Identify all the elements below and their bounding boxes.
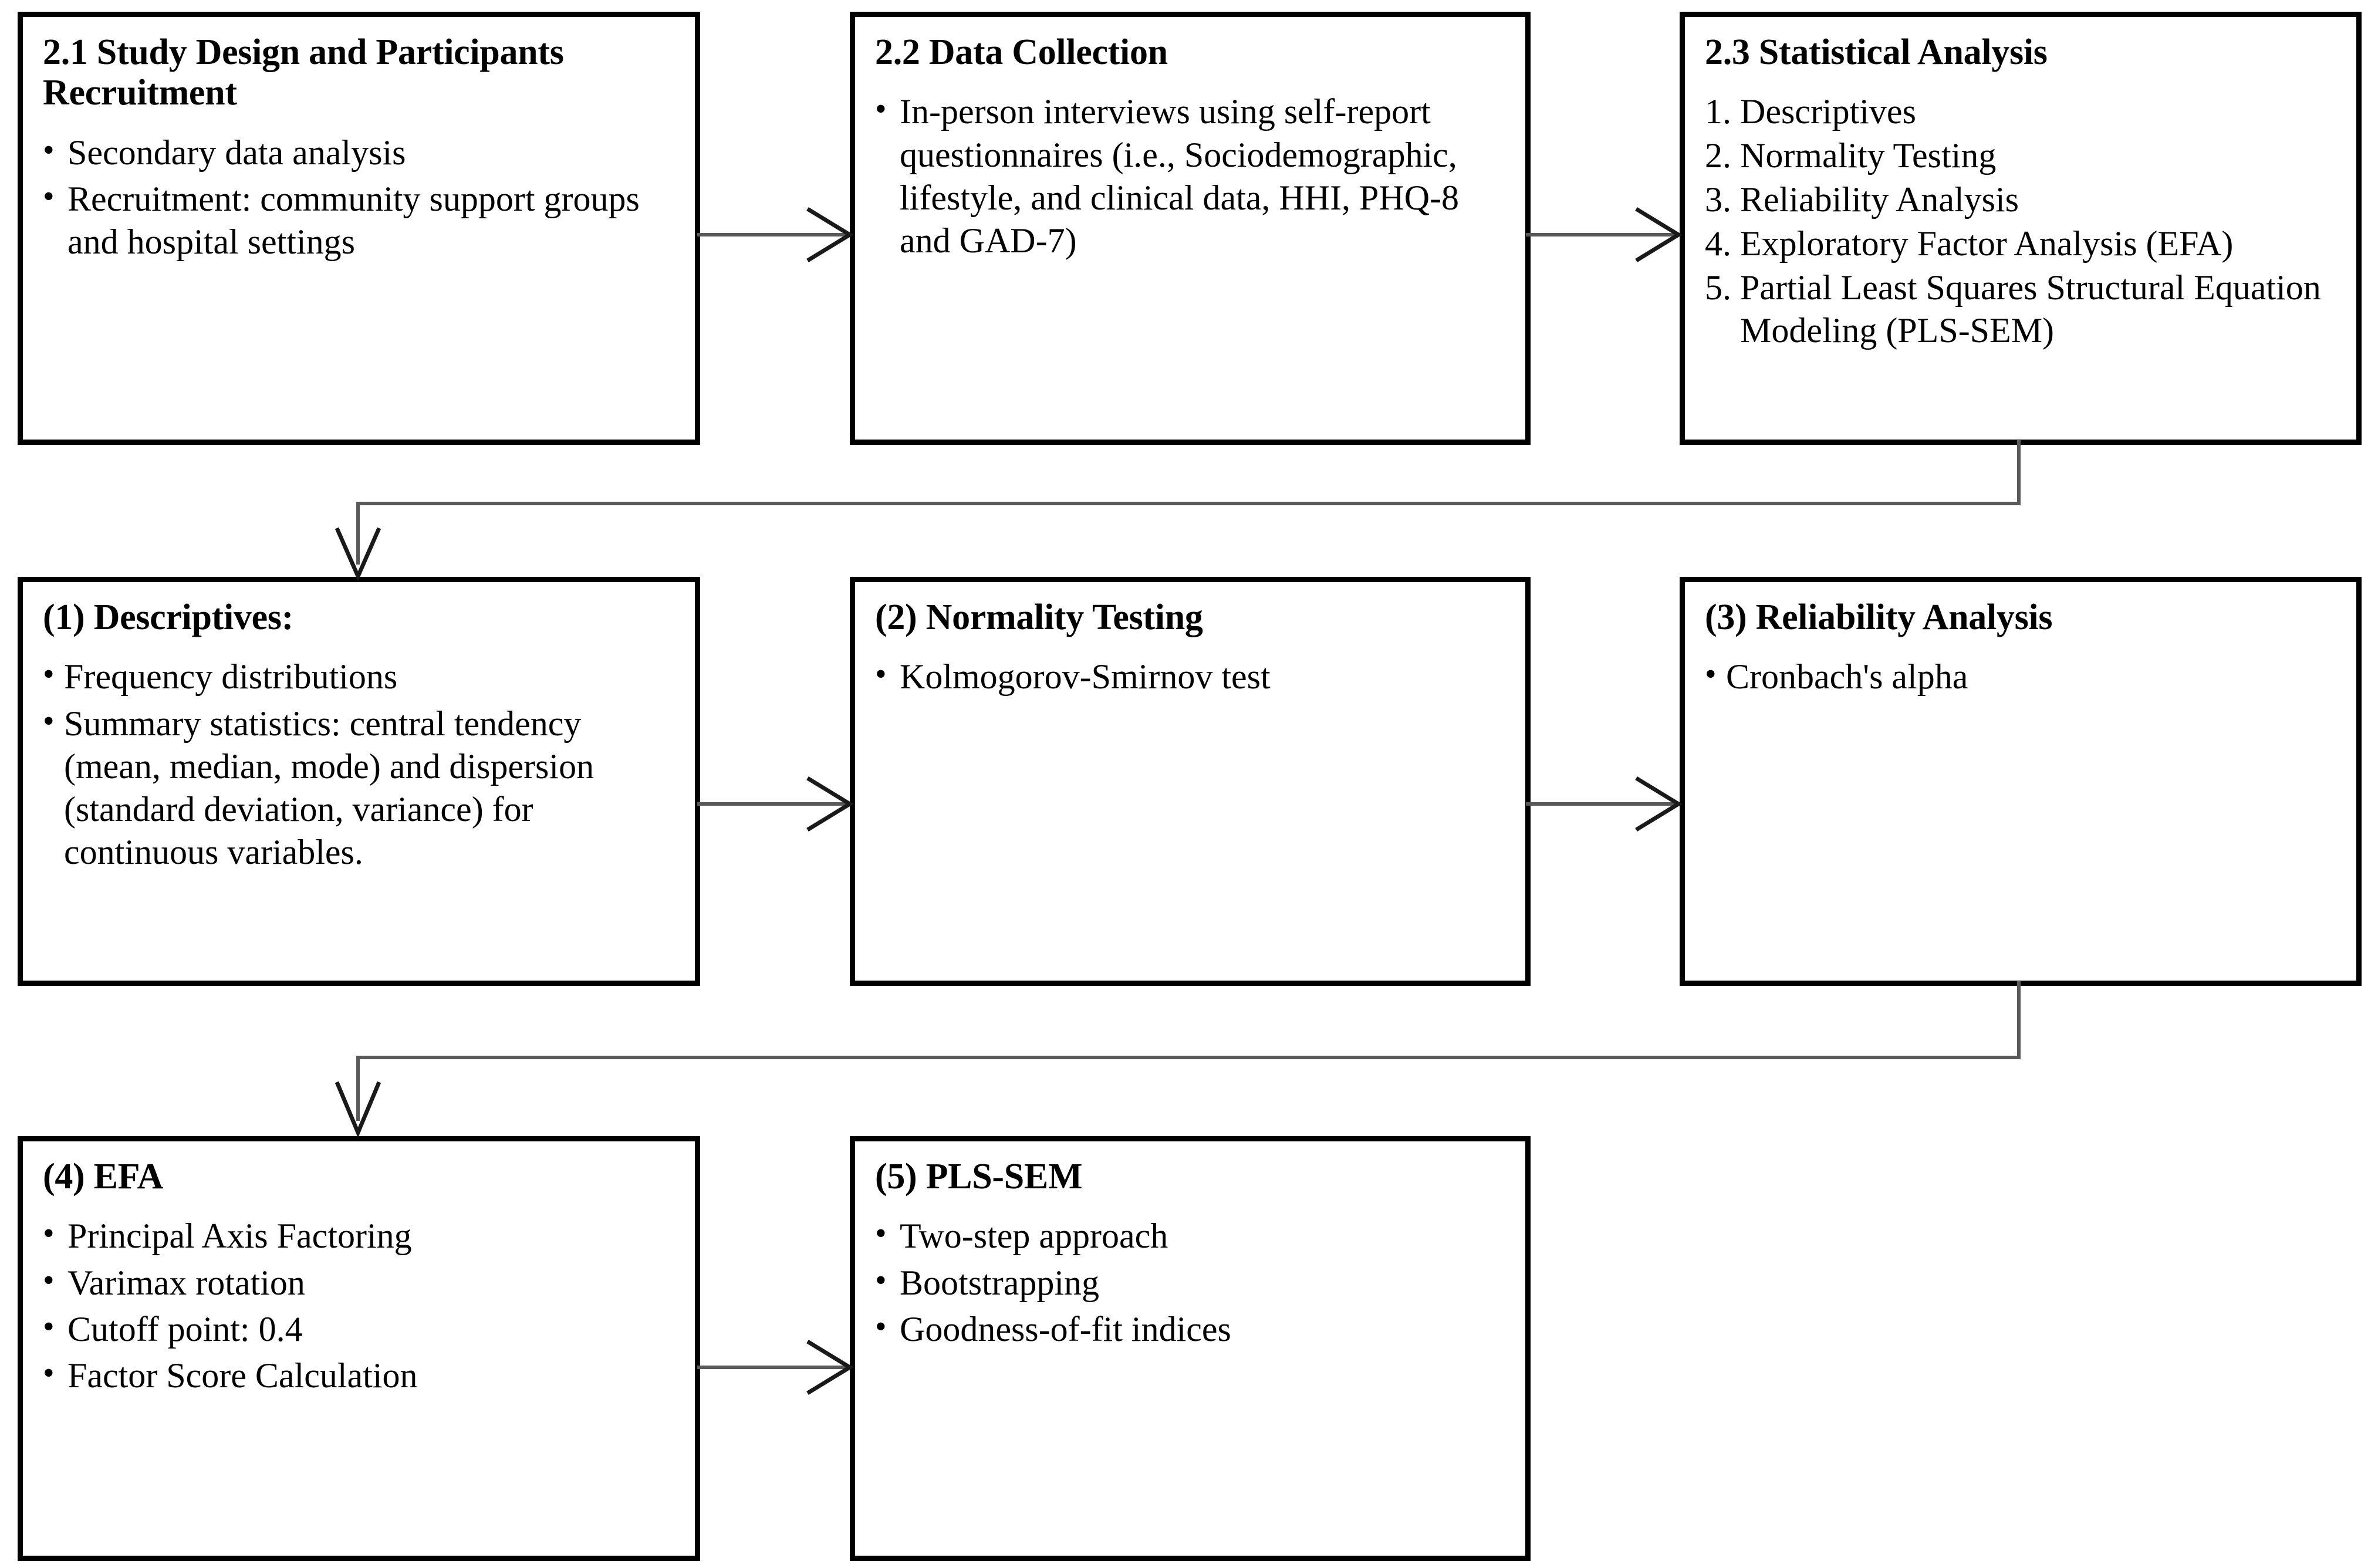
list-item-text: Reliability Analysis (1740, 180, 2019, 219)
list-item: • Goodness-of-fit indices (875, 1308, 1508, 1351)
list-item: • Principal Axis Factoring (43, 1215, 677, 1258)
box-study-design-and-participants-recruitment: 2.1 Study Design and Participants Recrui… (18, 12, 700, 445)
bullet-icon: • (875, 656, 887, 693)
arrow-statistical-analysis-to-descriptives (329, 440, 2042, 582)
list-item: • Factor Score Calculation (43, 1354, 677, 1397)
arrow-efa-to-pls-sem (697, 1309, 856, 1426)
list-item: • Secondary data analysis (43, 131, 677, 174)
box-data-collection: 2.2 Data Collection • In-person interview… (850, 12, 1531, 445)
list-item-text: Principal Axis Factoring (67, 1216, 412, 1256)
box-pls-sem: (5) PLS-SEM • Two-step approach • Bootstra… (850, 1136, 1531, 1561)
box-title: (3) Reliability Analysis (1705, 597, 2053, 637)
bullet-icon: • (875, 1215, 887, 1252)
list-item: 4.Exploratory Factor Analysis (EFA) (1705, 222, 2339, 265)
list-item: •Cronbach's alpha (1705, 655, 2339, 698)
box-descriptives: (1) Descriptives: •Frequency distributio… (18, 577, 700, 986)
list-item-text: In-person interviews using self-report q… (900, 92, 1460, 260)
box-title: (4) EFA (43, 1157, 164, 1197)
list-item: • Bootstrapping (875, 1262, 1508, 1305)
list-item-text: Partial Least Squares Structural Equatio… (1740, 268, 2321, 350)
bullet-icon: • (43, 131, 55, 168)
box-bullet-list: • Secondary data analysis • Recruitment: c… (43, 131, 677, 264)
list-item-text: Bootstrapping (900, 1263, 1099, 1302)
arrow-normality-testing-to-reliability-analysis (1526, 745, 1684, 863)
arrow-data-collection-to-statistical-analysis (1526, 176, 1684, 293)
list-item-number: 3. (1705, 180, 1731, 219)
list-item: 1.Descriptives (1705, 90, 2339, 133)
list-item-text: Recruitment: community support groups an… (67, 180, 640, 262)
list-item: • Two-step approach (875, 1215, 1508, 1258)
box-title: 2.1 Study Design and Participants Recrui… (43, 32, 564, 113)
box-title: (5) PLS-SEM (875, 1157, 1083, 1197)
bullet-icon: • (875, 1308, 887, 1345)
list-item: • Cutoff point: 0.4 (43, 1308, 677, 1351)
list-item: 2.Normality Testing (1705, 134, 2339, 177)
box-reliability-analysis: (3) Reliability Analysis •Cronbach's alp… (1680, 577, 2362, 986)
list-item-text: Factor Score Calculation (67, 1356, 418, 1395)
box-title: 2.3 Statistical Analysis (1705, 32, 2048, 72)
box-bullet-list: • Kolmogorov-Smirnov test (875, 655, 1508, 698)
list-item-text: Descriptives (1740, 92, 1916, 131)
bullet-icon: • (43, 656, 55, 693)
list-item-text: Summary statistics: central tendency (me… (64, 704, 594, 872)
list-item-text: Cronbach's alpha (1726, 657, 1968, 697)
arrow-reliability-analysis-to-efa (329, 981, 2042, 1140)
list-item-text: Kolmogorov-Smirnov test (900, 657, 1271, 697)
box-statistical-analysis: 2.3 Statistical Analysis 1.Descriptives … (1680, 12, 2362, 445)
bullet-icon: • (875, 1262, 887, 1299)
bullet-icon: • (875, 91, 887, 128)
list-item-number: 2. (1705, 136, 1731, 175)
bullet-icon: • (43, 1355, 55, 1391)
list-item-number: 4. (1705, 224, 1731, 263)
list-item-text: Secondary data analysis (67, 133, 406, 172)
bullet-icon: • (43, 1215, 55, 1252)
list-item: • Recruitment: community support groups a… (43, 178, 677, 263)
box-normality-testing: (2) Normality Testing • Kolmogorov-Smirno… (850, 577, 1531, 986)
list-item: 5.Partial Least Squares Structural Equat… (1705, 266, 2339, 352)
list-item-text: Goodness-of-fit indices (900, 1309, 1231, 1349)
box-numbered-list: 1.Descriptives 2.Normality Testing 3.Rel… (1705, 90, 2339, 352)
list-item: 3.Reliability Analysis (1705, 178, 2339, 221)
box-bullet-list: • In-person interviews using self-report … (875, 90, 1508, 262)
list-item: • Kolmogorov-Smirnov test (875, 655, 1508, 698)
bullet-icon: • (43, 702, 55, 739)
list-item-number: 5. (1705, 268, 1731, 307)
list-item-text: Normality Testing (1740, 136, 1997, 175)
list-item-number: 1. (1705, 92, 1731, 131)
box-efa: (4) EFA • Principal Axis Factoring • Varim… (18, 1136, 700, 1561)
bullet-icon: • (1705, 656, 1717, 693)
box-title: 2.2 Data Collection (875, 32, 1168, 72)
box-bullet-list: •Cronbach's alpha (1705, 655, 2339, 698)
box-title: (2) Normality Testing (875, 597, 1203, 637)
list-item: •Frequency distributions (43, 655, 677, 698)
list-item-text: Exploratory Factor Analysis (EFA) (1740, 224, 2234, 263)
box-bullet-list: • Principal Axis Factoring • Varimax rotat… (43, 1215, 677, 1397)
bullet-icon: • (43, 178, 55, 215)
list-item: • In-person interviews using self-report … (875, 90, 1508, 262)
list-item: •Summary statistics: central tendency (m… (43, 702, 677, 874)
arrow-descriptives-to-normality-testing (697, 745, 856, 863)
bullet-icon: • (43, 1308, 55, 1345)
box-title: (1) Descriptives: (43, 597, 294, 637)
box-bullet-list: • Two-step approach • Bootstrapping • Goodn… (875, 1215, 1508, 1351)
list-item: • Varimax rotation (43, 1262, 677, 1305)
list-item-text: Cutoff point: 0.4 (67, 1309, 303, 1349)
list-item-text: Frequency distributions (64, 657, 398, 697)
bullet-icon: • (43, 1262, 55, 1299)
list-item-text: Two-step approach (900, 1216, 1168, 1256)
box-bullet-list: •Frequency distributions •Summary statis… (43, 655, 677, 874)
arrow-study-design-to-data-collection (697, 176, 856, 293)
list-item-text: Varimax rotation (67, 1263, 305, 1302)
